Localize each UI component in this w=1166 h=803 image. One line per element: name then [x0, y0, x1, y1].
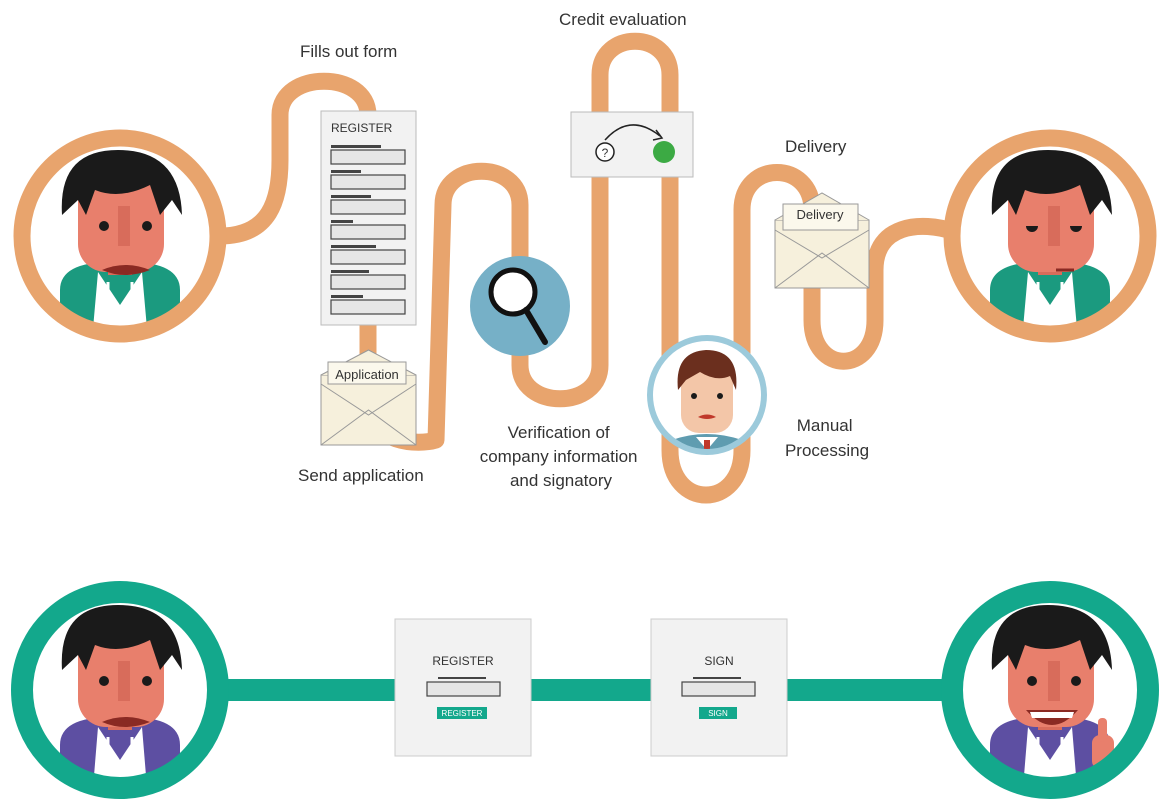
question-icon: [595, 142, 615, 162]
register-form-title: REGISTER: [331, 121, 393, 135]
step-verification: Verification of company information and …: [480, 423, 643, 490]
delivery-envelope: Delivery: [774, 192, 870, 289]
step-verification-line-3: and signatory: [510, 471, 613, 490]
status-dot: [653, 141, 675, 163]
frustrated-customer-avatar: [13, 129, 227, 343]
customer-avatar-new: [11, 581, 229, 799]
step-manual-processing-line-1: Manual: [797, 416, 853, 435]
sign-card-button[interactable]: SIGN: [708, 709, 728, 718]
delivery-envelope-label: Delivery: [797, 207, 844, 222]
step-manual-processing-line-2: Processing: [785, 441, 869, 460]
step-verification-line-1: Verification of: [508, 423, 610, 442]
application-envelope: Application: [320, 349, 417, 446]
manual-processing-clerk-avatar: [647, 335, 767, 455]
register-card-title: REGISTER: [432, 654, 494, 668]
step-manual-processing: Manual Processing: [785, 416, 869, 460]
credit-question-symbol: ?: [602, 146, 609, 160]
application-envelope-label: Application: [335, 367, 399, 382]
sign-card-title: SIGN: [704, 654, 733, 668]
register-card-button[interactable]: REGISTER: [442, 709, 483, 718]
step-send-application: Send application: [298, 466, 424, 485]
step-credit-evaluation: Credit evaluation: [559, 10, 687, 29]
verification-magnifier: [470, 256, 570, 356]
register-card: REGISTER REGISTER: [394, 618, 532, 757]
sign-card: SIGN SIGN: [650, 618, 788, 757]
happy-customer-avatar: [941, 581, 1159, 799]
arrow-icon: [604, 124, 661, 141]
step-verification-line-2: company information: [480, 447, 638, 466]
step-delivery: Delivery: [785, 137, 847, 156]
step-fills-out-form: Fills out form: [300, 42, 397, 61]
register-form-document: REGISTER: [320, 110, 417, 326]
annoyed-customer-avatar: [943, 129, 1157, 343]
old-process-path: [211, 32, 964, 504]
credit-evaluation-box: ?: [570, 111, 694, 178]
